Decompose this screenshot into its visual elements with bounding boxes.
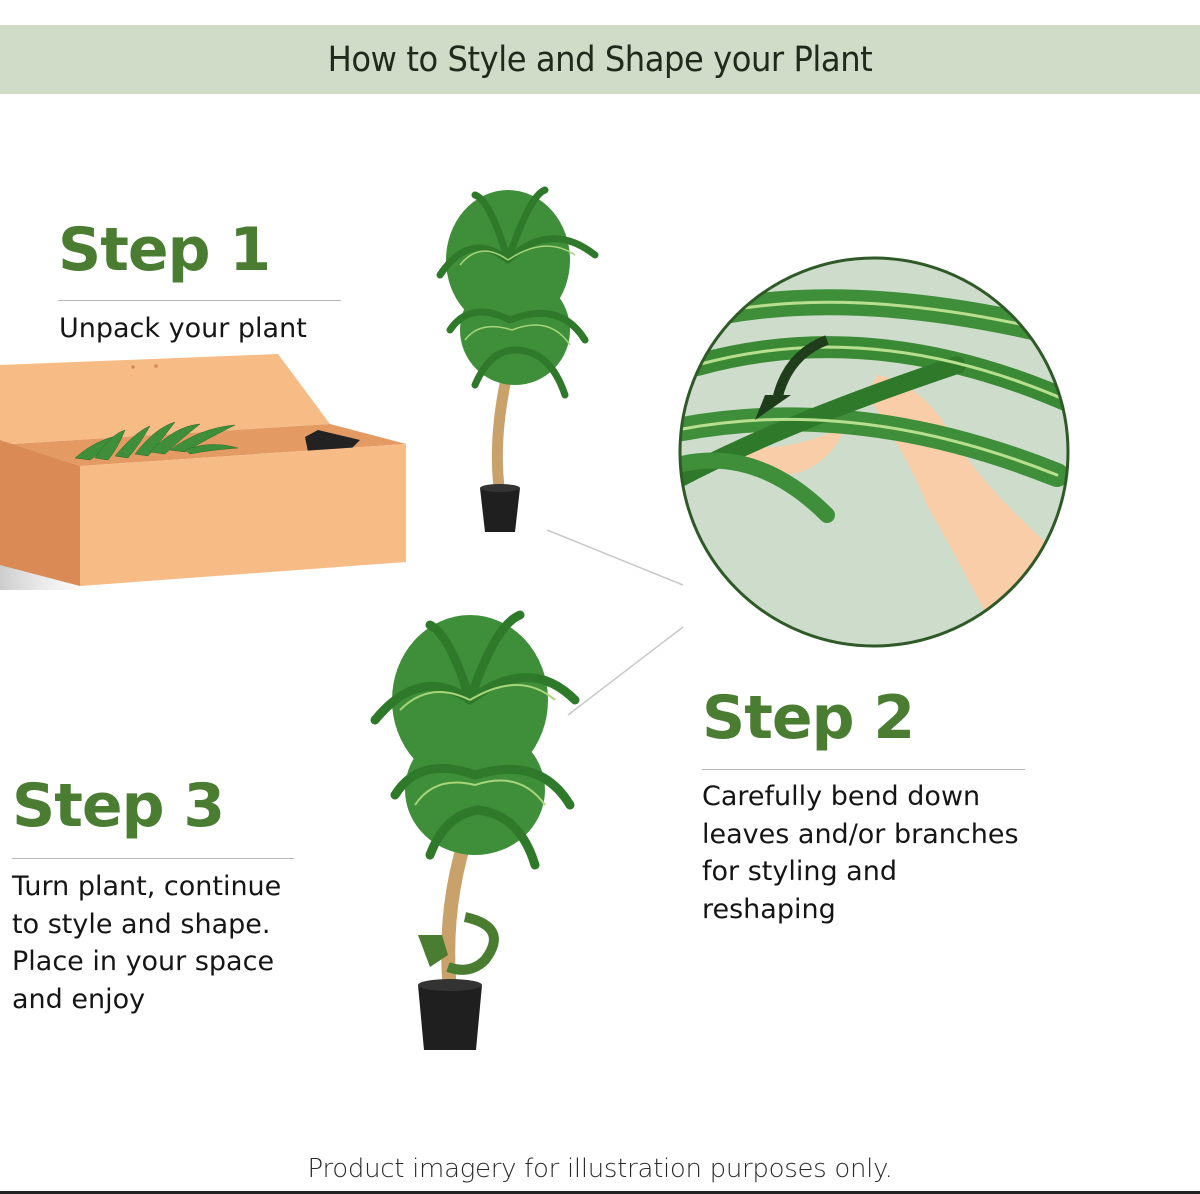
hand-bending-leaves-closeup — [678, 256, 1070, 648]
step-1-divider — [58, 300, 341, 301]
header-banner: How to Style and Shape your Plant — [0, 25, 1200, 94]
step-3-divider — [12, 858, 294, 859]
step-3-title: Step 3 — [12, 771, 225, 841]
step-1-title: Step 1 — [58, 215, 271, 285]
step-2-divider — [702, 769, 1025, 770]
connector-lines — [546, 529, 684, 716]
bottom-border — [0, 1191, 1200, 1194]
step-2-title: Step 2 — [702, 683, 915, 753]
potted-plant-small-illustration — [436, 186, 599, 532]
step-3-description: Turn plant, continue to style and shape.… — [12, 871, 282, 1015]
cardboard-box-illustration — [0, 354, 406, 590]
potted-plant-large-illustration — [370, 610, 580, 1050]
step-2-description: Carefully bend down leaves and/or branch… — [702, 781, 1019, 925]
step-1-description: Unpack your plant — [59, 313, 307, 344]
disclaimer-text: Product imagery for illustration purpose… — [307, 1154, 893, 1184]
page-title: How to Style and Shape your Plant — [327, 39, 873, 80]
